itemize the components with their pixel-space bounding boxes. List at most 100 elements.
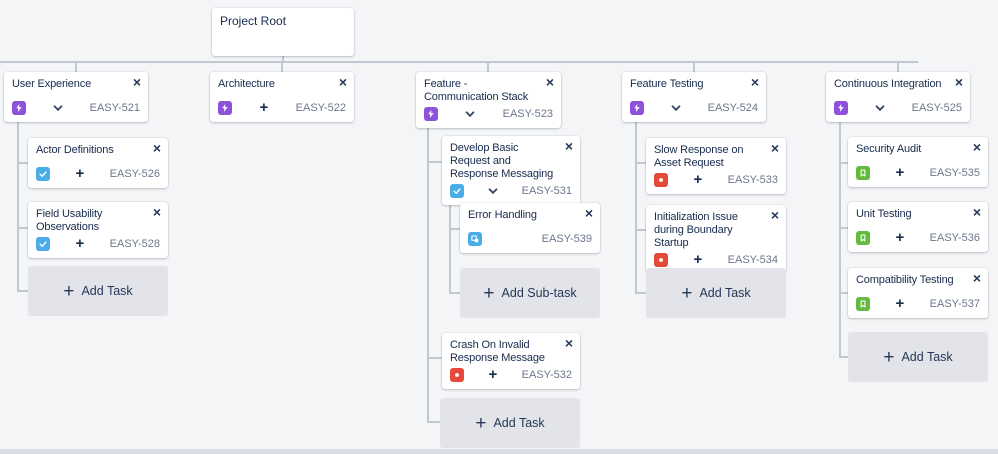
add-child-icon[interactable]: + xyxy=(693,251,703,268)
issue-key: EASY-523 xyxy=(502,108,553,120)
add-child-icon[interactable]: + xyxy=(895,295,905,312)
chevron-down-icon[interactable] xyxy=(487,185,499,197)
chevron-down-icon[interactable] xyxy=(464,108,476,120)
tree-connector xyxy=(487,61,489,72)
add-child-icon[interactable]: + xyxy=(693,171,703,188)
card-title: Feature Testing xyxy=(630,78,704,90)
card-title: Architecture xyxy=(218,78,275,90)
add-task-button[interactable]: + Add Task xyxy=(646,268,786,318)
bug-card-crash-on-invalid-response[interactable]: × Crash On Invalid Response Message + EA… xyxy=(442,333,580,389)
card-title: User Experience xyxy=(12,78,92,90)
subtask-icon xyxy=(468,232,482,246)
story-card-security-audit[interactable]: × Security Audit + EASY-535 xyxy=(848,137,988,187)
tree-connector xyxy=(449,186,451,294)
epic-card-architecture[interactable]: × Architecture + EASY-522 xyxy=(210,72,354,122)
tree-connector xyxy=(427,161,443,163)
chevron-down-icon[interactable] xyxy=(670,102,682,114)
issue-key: EASY-526 xyxy=(109,168,160,180)
chevron-down-icon[interactable] xyxy=(52,102,64,114)
issue-key: EASY-522 xyxy=(295,102,346,114)
close-icon[interactable]: × xyxy=(770,140,779,156)
card-title: Unit Testing xyxy=(856,208,912,220)
story-icon xyxy=(856,231,870,245)
subtask-card-error-handling[interactable]: × Error Handling EASY-539 xyxy=(460,203,600,253)
plus-icon: + xyxy=(681,282,693,304)
add-child-icon[interactable]: + xyxy=(75,235,85,252)
bottom-scroll-track[interactable] xyxy=(0,449,998,454)
issue-key: EASY-539 xyxy=(541,233,592,245)
story-icon xyxy=(856,166,870,180)
close-icon[interactable]: × xyxy=(972,270,981,286)
add-task-label: Add Task xyxy=(699,286,751,300)
add-child-icon[interactable]: + xyxy=(488,366,498,383)
close-icon[interactable]: × xyxy=(770,207,779,223)
issue-key: EASY-521 xyxy=(89,102,140,114)
tree-connector xyxy=(635,122,637,293)
tree-connector xyxy=(839,292,849,294)
issue-key: EASY-525 xyxy=(911,102,962,114)
card-title: Crash On Invalid Response Message xyxy=(450,339,545,364)
task-card-develop-basic-request[interactable]: × Develop Basic Request and Response Mes… xyxy=(442,136,580,205)
close-icon[interactable]: × xyxy=(545,74,554,90)
task-icon xyxy=(450,184,464,198)
close-icon[interactable]: × xyxy=(972,139,981,155)
tree-connector xyxy=(839,227,849,229)
card-title: Error Handling xyxy=(468,209,537,221)
add-task-label: Add Task xyxy=(493,416,545,430)
epic-icon xyxy=(630,101,644,115)
close-icon[interactable]: × xyxy=(584,205,593,221)
add-child-icon[interactable]: + xyxy=(895,164,905,181)
close-icon[interactable]: × xyxy=(954,74,963,90)
tree-connector-trunk xyxy=(0,61,918,63)
close-icon[interactable]: × xyxy=(972,204,981,220)
close-icon[interactable]: × xyxy=(338,74,347,90)
epic-icon xyxy=(424,107,438,121)
add-subtask-button[interactable]: + Add Sub-task xyxy=(460,268,600,318)
close-icon[interactable]: × xyxy=(564,335,573,351)
epic-card-feature-testing[interactable]: × Feature Testing EASY-524 xyxy=(622,72,766,122)
bug-card-initialization-issue[interactable]: × Initialization Issue during Boundary S… xyxy=(646,205,786,274)
issue-key: EASY-528 xyxy=(109,238,160,250)
add-child-icon[interactable]: + xyxy=(895,229,905,246)
bug-card-slow-response[interactable]: × Slow Response on Asset Request + EASY-… xyxy=(646,138,786,194)
add-child-icon[interactable]: + xyxy=(259,99,269,116)
epic-card-user-experience[interactable]: × User Experience EASY-521 xyxy=(4,72,148,122)
issue-key: EASY-533 xyxy=(727,174,778,186)
chevron-down-icon[interactable] xyxy=(874,102,886,114)
tree-connector xyxy=(635,292,647,294)
task-card-actor-definitions[interactable]: × Actor Definitions + EASY-526 xyxy=(28,138,168,188)
bug-icon xyxy=(654,173,668,187)
epic-card-continuous-integration[interactable]: × Continuous Integration EASY-525 xyxy=(826,72,970,122)
add-task-button[interactable]: + Add Task xyxy=(28,266,168,316)
add-task-button[interactable]: + Add Task xyxy=(440,398,580,448)
epic-card-feature-communication-stack[interactable]: × Feature - Communication Stack EASY-523 xyxy=(416,72,561,128)
tree-connector xyxy=(427,124,429,423)
task-icon xyxy=(36,167,50,181)
plus-icon: + xyxy=(883,346,895,368)
close-icon[interactable]: × xyxy=(152,204,161,220)
close-icon[interactable]: × xyxy=(152,140,161,156)
close-icon[interactable]: × xyxy=(564,138,573,154)
project-root-card[interactable]: Project Root xyxy=(212,8,354,56)
add-task-button[interactable]: + Add Task xyxy=(848,332,988,382)
story-card-compatibility-testing[interactable]: × Compatibility Testing + EASY-537 xyxy=(848,268,988,318)
tree-connector xyxy=(693,61,695,72)
add-child-icon[interactable]: + xyxy=(75,165,85,182)
task-card-field-usability-observations[interactable]: × Field Usability Observations + EASY-52… xyxy=(28,202,168,258)
tree-connector xyxy=(427,421,441,423)
tree-connector xyxy=(282,56,284,62)
card-title: Initialization Issue during Boundary Sta… xyxy=(654,211,738,249)
tree-connector xyxy=(897,61,899,72)
card-title: Feature - Communication Stack xyxy=(424,78,529,103)
card-title: Slow Response on Asset Request xyxy=(654,144,744,169)
story-card-unit-testing[interactable]: × Unit Testing + EASY-536 xyxy=(848,202,988,252)
tree-connector xyxy=(635,229,647,231)
story-icon xyxy=(856,297,870,311)
card-title: Field Usability Observations xyxy=(36,208,103,233)
plus-icon: + xyxy=(63,280,75,302)
add-task-label: Add Task xyxy=(901,350,953,364)
close-icon[interactable]: × xyxy=(132,74,141,90)
tree-connector xyxy=(281,61,283,72)
close-icon[interactable]: × xyxy=(750,74,759,90)
tree-connector xyxy=(839,162,849,164)
